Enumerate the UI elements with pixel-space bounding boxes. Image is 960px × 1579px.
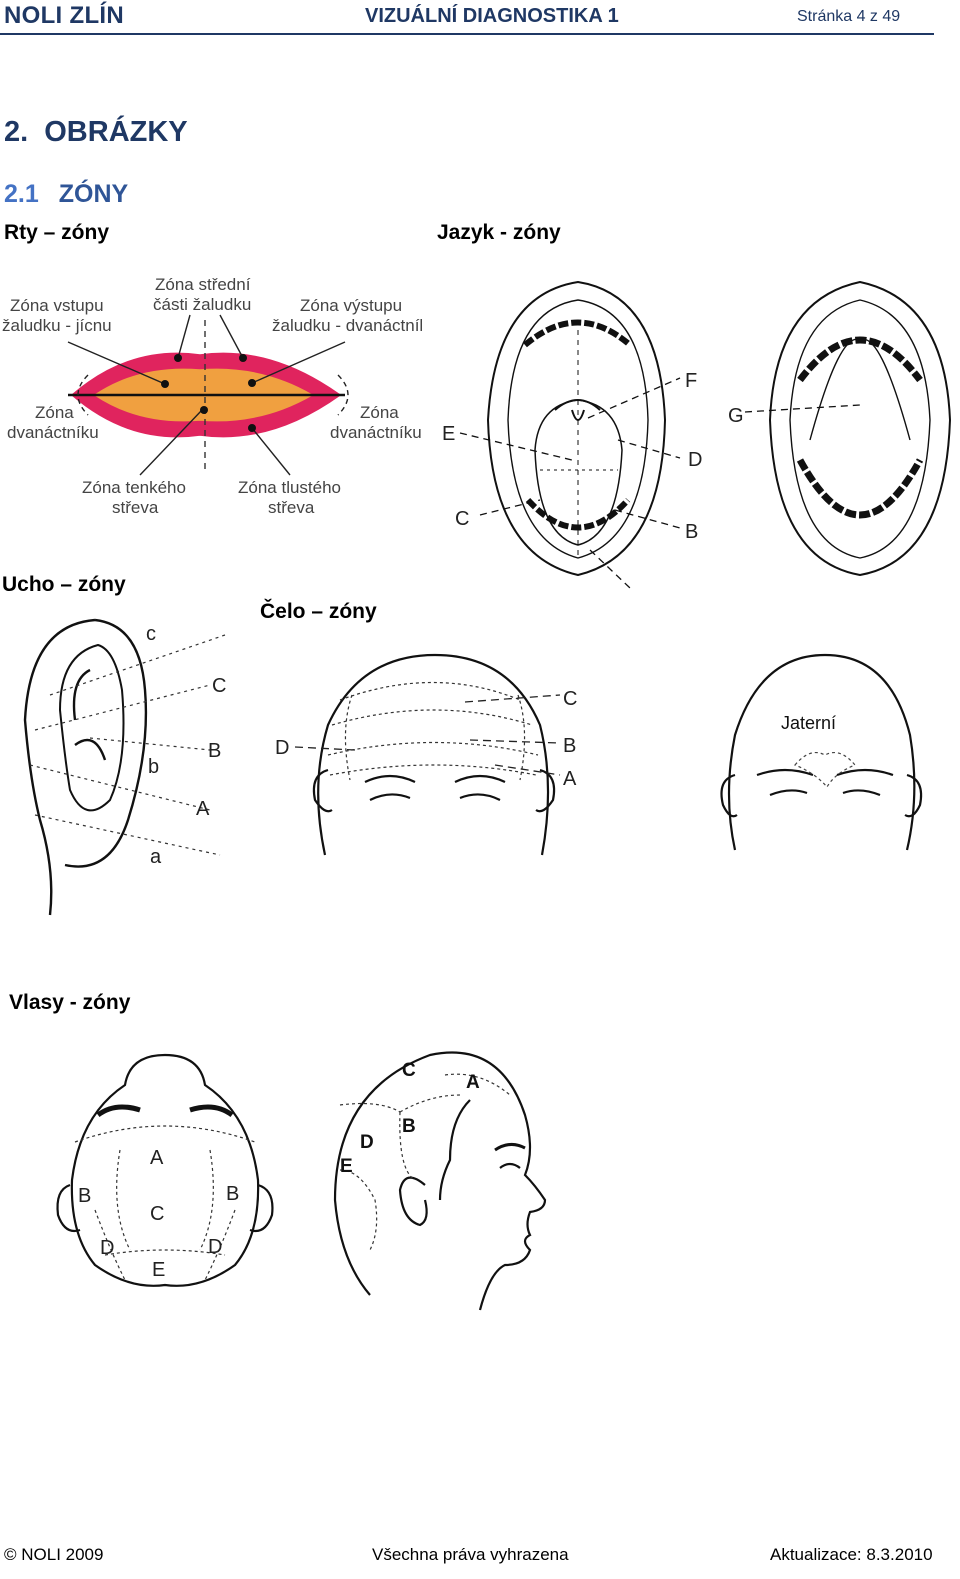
- forehead-letter-D: D: [275, 737, 289, 759]
- hair-top-letter-B-left: B: [78, 1185, 91, 1207]
- lips-caption: Rty – zóny: [4, 221, 110, 244]
- subsection-number: 2.1: [4, 180, 39, 208]
- lips-label-middle-2: části žaludku: [153, 295, 251, 314]
- lips-label-entry-2: žaludku - jícnu: [2, 316, 112, 335]
- forehead-letter-A: A: [563, 768, 577, 790]
- ear-zone-diagram: c C B b A a: [23, 618, 226, 916]
- lips-label-small-int-1: Zóna tenkého: [82, 478, 186, 497]
- hair-top-letter-C: C: [150, 1203, 164, 1225]
- tongue-letter-F: F: [685, 370, 697, 392]
- forehead-letter-B: B: [563, 735, 576, 757]
- lips-zone-diagram: Zóna střední části žaludku Zóna vstupu ž…: [2, 275, 423, 517]
- section-number: 2.: [4, 116, 29, 148]
- section-title: OBRÁZKY: [44, 116, 188, 148]
- tongue-letter-D: D: [688, 449, 702, 471]
- tongue-letter-B: B: [685, 521, 698, 543]
- footer-rights: Všechna práva vyhrazena: [372, 1545, 569, 1564]
- lips-label-exit-2: žaludku - dvanáctníl: [272, 316, 423, 335]
- hair-top-letter-A: A: [150, 1147, 164, 1169]
- hair-top-letter-B-right: B: [226, 1183, 239, 1205]
- hair-side-diagram: C A B D E: [333, 1051, 547, 1311]
- lips-label-small-int-2: střeva: [112, 498, 159, 517]
- liver-label: Jaterní: [781, 713, 836, 733]
- header-page-number: Stránka 4 z 49: [797, 8, 901, 25]
- hair-caption: Vlasy - zóny: [9, 991, 131, 1014]
- header-org: NOLI ZLÍN: [4, 2, 125, 29]
- hair-top-letter-D-left: D: [100, 1237, 114, 1259]
- liver-zone-diagram: Jaterní: [720, 653, 923, 851]
- footer-updated: Aktualizace: 8.3.2010: [770, 1545, 933, 1564]
- header-divider: [0, 33, 934, 35]
- tongue-letter-C: C: [455, 508, 469, 530]
- ear-letter-B: B: [208, 740, 221, 762]
- hair-top-letter-E: E: [152, 1259, 165, 1281]
- subsection-title: ZÓNY: [58, 180, 129, 208]
- hair-side-letter-B: B: [402, 1116, 416, 1137]
- ear-letter-a-small: a: [150, 846, 162, 868]
- hair-top-diagram: A B B C D D E: [56, 1053, 274, 1287]
- footer-copyright: © NOLI 2009: [4, 1545, 104, 1564]
- hair-side-letter-A: A: [466, 1072, 480, 1093]
- lips-label-duod-right-1: Zóna: [360, 403, 399, 422]
- tongue-caption: Jazyk - zóny: [437, 221, 561, 244]
- ear-letter-b-small: b: [148, 756, 159, 778]
- lips-label-middle-1: Zóna střední: [155, 275, 251, 294]
- forehead-letter-C: C: [563, 688, 577, 710]
- lips-label-entry-1: Zóna vstupu: [10, 296, 104, 315]
- hair-top-letter-D-right: D: [208, 1236, 222, 1258]
- lips-label-exit-1: Zóna výstupu: [300, 296, 402, 315]
- lips-label-duod-left-1: Zóna: [35, 403, 74, 422]
- hair-side-letter-E: E: [340, 1156, 353, 1177]
- section-heading: 2. OBRÁZKY: [4, 116, 188, 149]
- ear-letter-A: A: [196, 798, 210, 820]
- lips-label-duod-left-2: dvanáctníku: [7, 423, 99, 442]
- hair-side-letter-D: D: [360, 1132, 374, 1153]
- tongue-letter-G: G: [728, 405, 744, 427]
- lips-label-duod-right-2: dvanáctníku: [330, 423, 422, 442]
- lips-label-large-int-1: Zóna tlustého: [238, 478, 341, 497]
- ear-caption: Ucho – zóny: [2, 573, 126, 596]
- hair-side-letter-C: C: [402, 1060, 416, 1081]
- ear-letter-C: C: [212, 675, 226, 697]
- tongue-zone-diagram: F E D C B G: [442, 280, 952, 589]
- subsection-heading: 2.1 ZÓNY: [4, 180, 128, 209]
- header-title: VIZUÁLNÍ DIAGNOSTIKA 1: [365, 5, 619, 27]
- forehead-caption: Čelo – zóny: [260, 600, 377, 623]
- forehead-zone-diagram: C D B A: [275, 653, 577, 856]
- lips-label-large-int-2: střeva: [268, 498, 315, 517]
- ear-letter-c-small: c: [146, 623, 156, 645]
- tongue-letter-E: E: [442, 423, 455, 445]
